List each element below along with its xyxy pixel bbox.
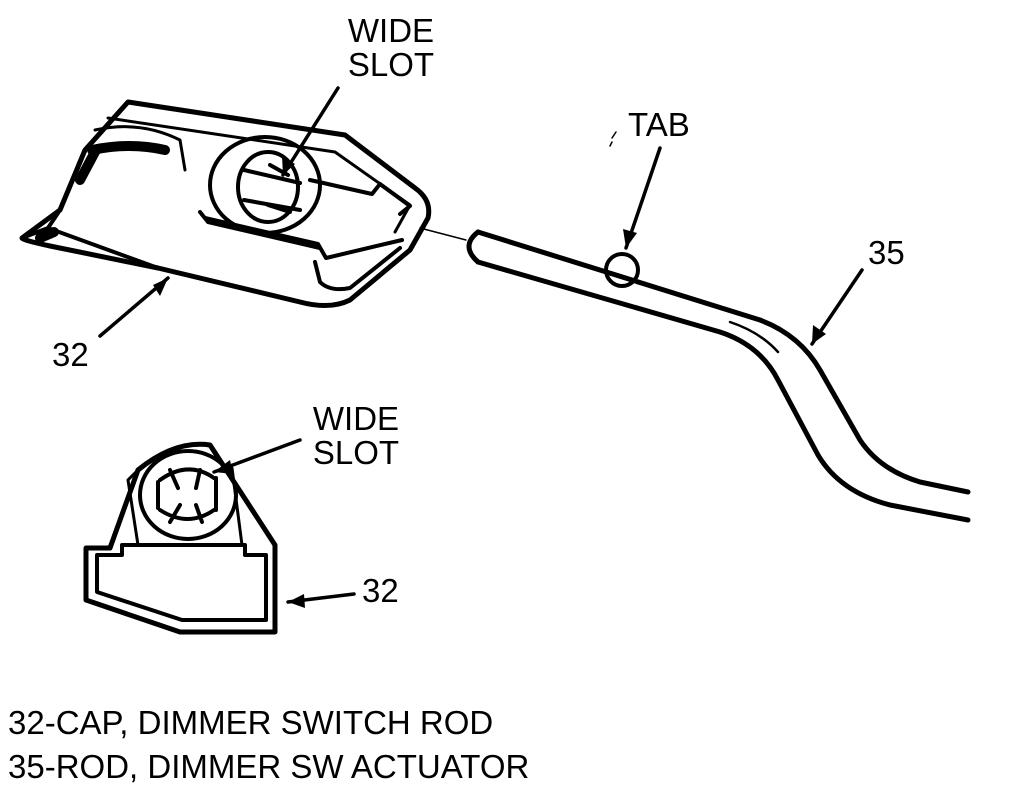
- wide-slot-callout-bottom: WIDE SLOT: [300, 402, 412, 470]
- legend-line-rod: 35-ROD, DIMMER SW ACTUATOR: [8, 748, 530, 785]
- rod-highlight: [728, 320, 780, 354]
- wide-slot-top-line2: SLOT: [347, 46, 435, 83]
- arrow-tab: [624, 146, 662, 250]
- legend-line-cap: 32-CAP, DIMMER SWITCH ROD: [8, 704, 494, 741]
- cap-lower-rail: [313, 246, 402, 292]
- cap-end-view: [83, 441, 278, 635]
- wide-slot-bottom-line2: SLOT: [312, 434, 400, 471]
- leader-arrows: [98, 86, 864, 608]
- cap-end-face: [20, 208, 160, 270]
- cap-end-view-outline: [83, 441, 278, 635]
- rod-upper-edge: [475, 229, 971, 495]
- tab-speckle: [609, 131, 617, 147]
- cap-end-view-socket-ring: [138, 449, 238, 541]
- wide-slot-callout-top: WIDE SLOT: [335, 14, 447, 82]
- arrow-wide-slot-top: [281, 86, 340, 177]
- tab-callout: TAB: [628, 106, 690, 143]
- cap-socket-slots: [242, 163, 302, 214]
- cap-end-view-inner: [95, 543, 268, 622]
- alignment-line: [419, 227, 467, 241]
- rod-end-cap: [466, 229, 481, 265]
- wide-slot-top-line1: WIDE: [347, 12, 435, 49]
- cap-socket-inner: [236, 150, 300, 224]
- cap-number-callout-bottom: 32: [362, 572, 399, 609]
- wide-slot-bottom-line1: WIDE: [312, 400, 400, 437]
- cap-body-outline: [19, 99, 432, 308]
- cap-end-view-slots: [156, 467, 218, 524]
- rod-lower-edge: [475, 259, 971, 523]
- cap-shadow-band: [93, 125, 187, 172]
- cap-isometric-view: [19, 99, 467, 308]
- cap-side-rail: [198, 178, 412, 260]
- rod-number-callout: 35: [868, 234, 905, 271]
- cap-nose-shade: [35, 141, 170, 243]
- actuator-rod: [466, 229, 971, 523]
- rod-tab: [604, 252, 640, 288]
- cap-end-view-side-lines: [126, 466, 244, 547]
- cap-top-edge: [106, 116, 412, 234]
- cap-number-callout-top: 32: [52, 336, 89, 373]
